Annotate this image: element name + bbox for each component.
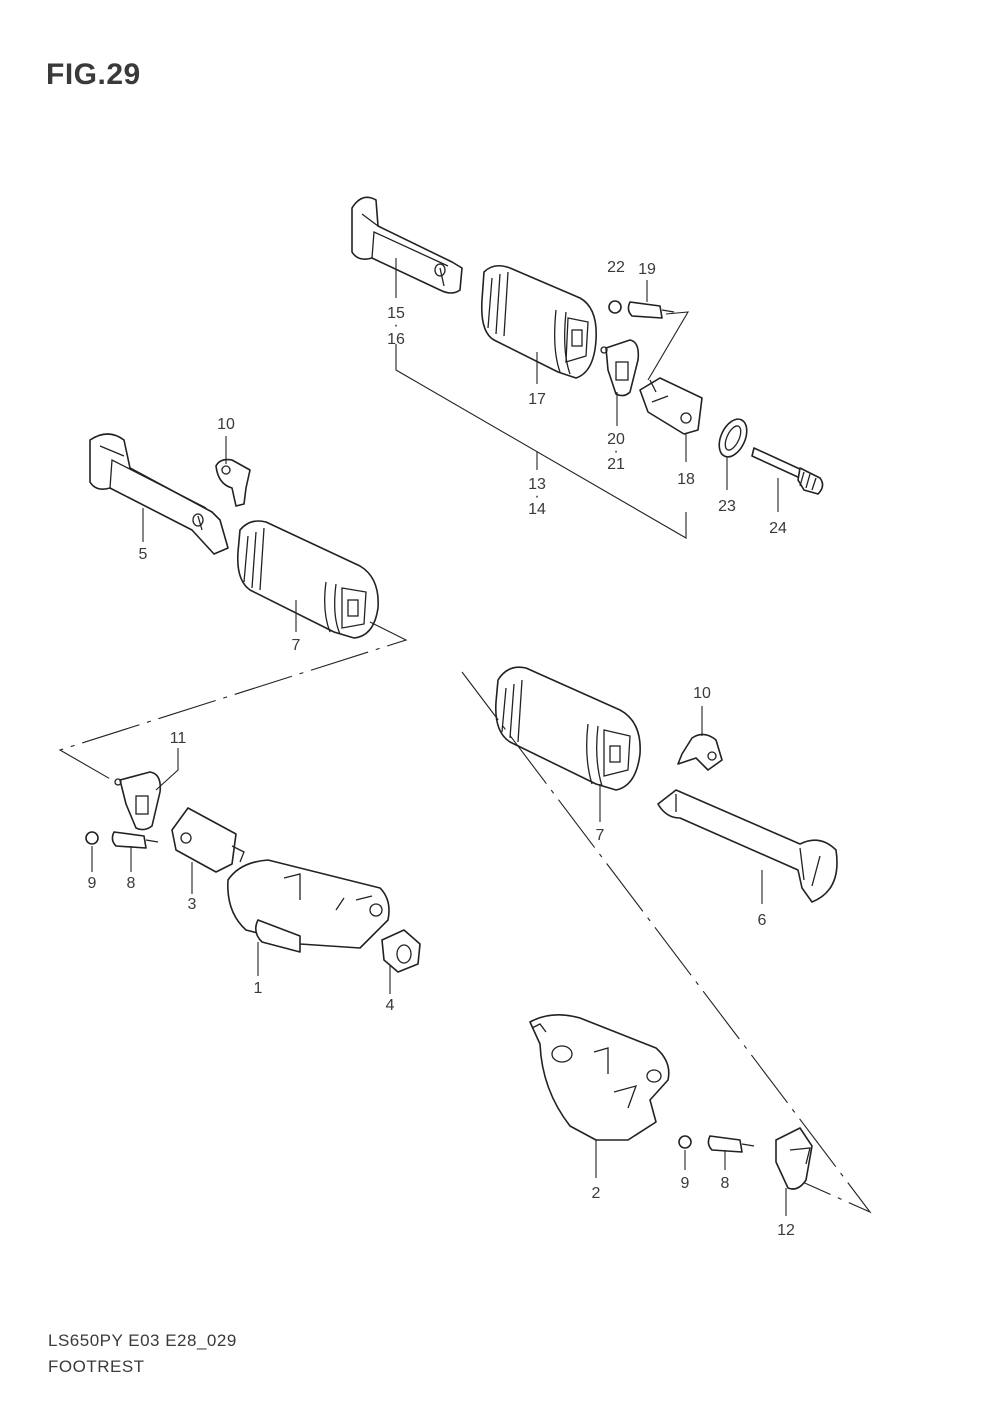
top-footrest-bar — [351, 196, 463, 294]
callout-9-left: 9 — [88, 875, 97, 892]
callout-13: 13 — [528, 476, 546, 493]
callout-10-left: 10 — [217, 416, 235, 433]
left-clip-10 — [215, 458, 251, 507]
callout-8-left: 8 — [127, 875, 136, 892]
callout-15: 15 — [387, 305, 405, 322]
left-footrest-bar-5 — [89, 433, 229, 555]
right-footrest-bar-6 — [657, 789, 838, 903]
left-plate-11 — [114, 771, 162, 831]
top-bolt-24 — [751, 447, 824, 495]
right-bolt-9 — [678, 1135, 692, 1149]
left-frame-bracket-1 — [227, 859, 390, 953]
callout-9-right: 9 — [681, 1175, 690, 1192]
top-washer-23 — [718, 418, 748, 458]
callout-7-right: 7 — [596, 827, 605, 844]
callout-dot-13-14: · — [534, 488, 539, 505]
right-frame-bracket-2 — [529, 1014, 670, 1141]
callout-16: 16 — [387, 331, 405, 348]
right-footrest-rubber-7 — [494, 666, 641, 791]
right-pin-8 — [707, 1135, 755, 1153]
callout-21: 21 — [607, 456, 625, 473]
left-footrest-rubber-7 — [236, 520, 379, 639]
callout-2: 2 — [592, 1185, 601, 1202]
left-nut-4 — [381, 929, 421, 973]
callout-5: 5 — [139, 546, 148, 563]
left-centerline — [58, 621, 408, 781]
top-bolt-22 — [608, 300, 622, 314]
callout-1: 1 — [254, 980, 263, 997]
left-pin-8 — [111, 831, 159, 849]
callout-23: 23 — [718, 498, 736, 515]
callout-8-right: 8 — [721, 1175, 730, 1192]
callout-18: 18 — [677, 471, 695, 488]
callout-dot-15-16: · — [393, 317, 398, 334]
callout-10-right: 10 — [693, 685, 711, 702]
top-assembly-leader — [395, 258, 687, 539]
section-name: FOOTREST — [48, 1357, 145, 1376]
top-plate-20 — [600, 339, 640, 397]
callout-6: 6 — [758, 912, 767, 929]
top-pin-19 — [627, 301, 675, 319]
callout-20: 20 — [607, 431, 625, 448]
callout-4: 4 — [386, 997, 395, 1014]
right-plate-12 — [775, 1127, 813, 1190]
leader-11 — [155, 748, 179, 791]
callout-17: 17 — [528, 391, 546, 408]
callout-12: 12 — [777, 1222, 795, 1239]
left-bolt-9 — [85, 831, 99, 845]
right-clip-10 — [677, 733, 723, 771]
callout-7-left: 7 — [292, 637, 301, 654]
callout-dot-20-21: · — [613, 443, 618, 460]
model-code: LS650PY E03 E28_029 — [48, 1331, 237, 1350]
callout-24: 24 — [769, 520, 787, 537]
left-bracket-3 — [171, 807, 245, 873]
top-connector-line — [647, 311, 690, 381]
figure-title: FIG.29 — [46, 58, 141, 91]
callout-3: 3 — [188, 896, 197, 913]
callout-14: 14 — [528, 501, 546, 518]
top-bracket-18 — [639, 377, 703, 435]
right-centerline — [461, 671, 872, 1214]
top-footrest-rubber — [480, 264, 597, 379]
callout-11: 11 — [170, 730, 187, 747]
callout-19: 19 — [638, 261, 656, 278]
callout-22: 22 — [607, 259, 625, 276]
